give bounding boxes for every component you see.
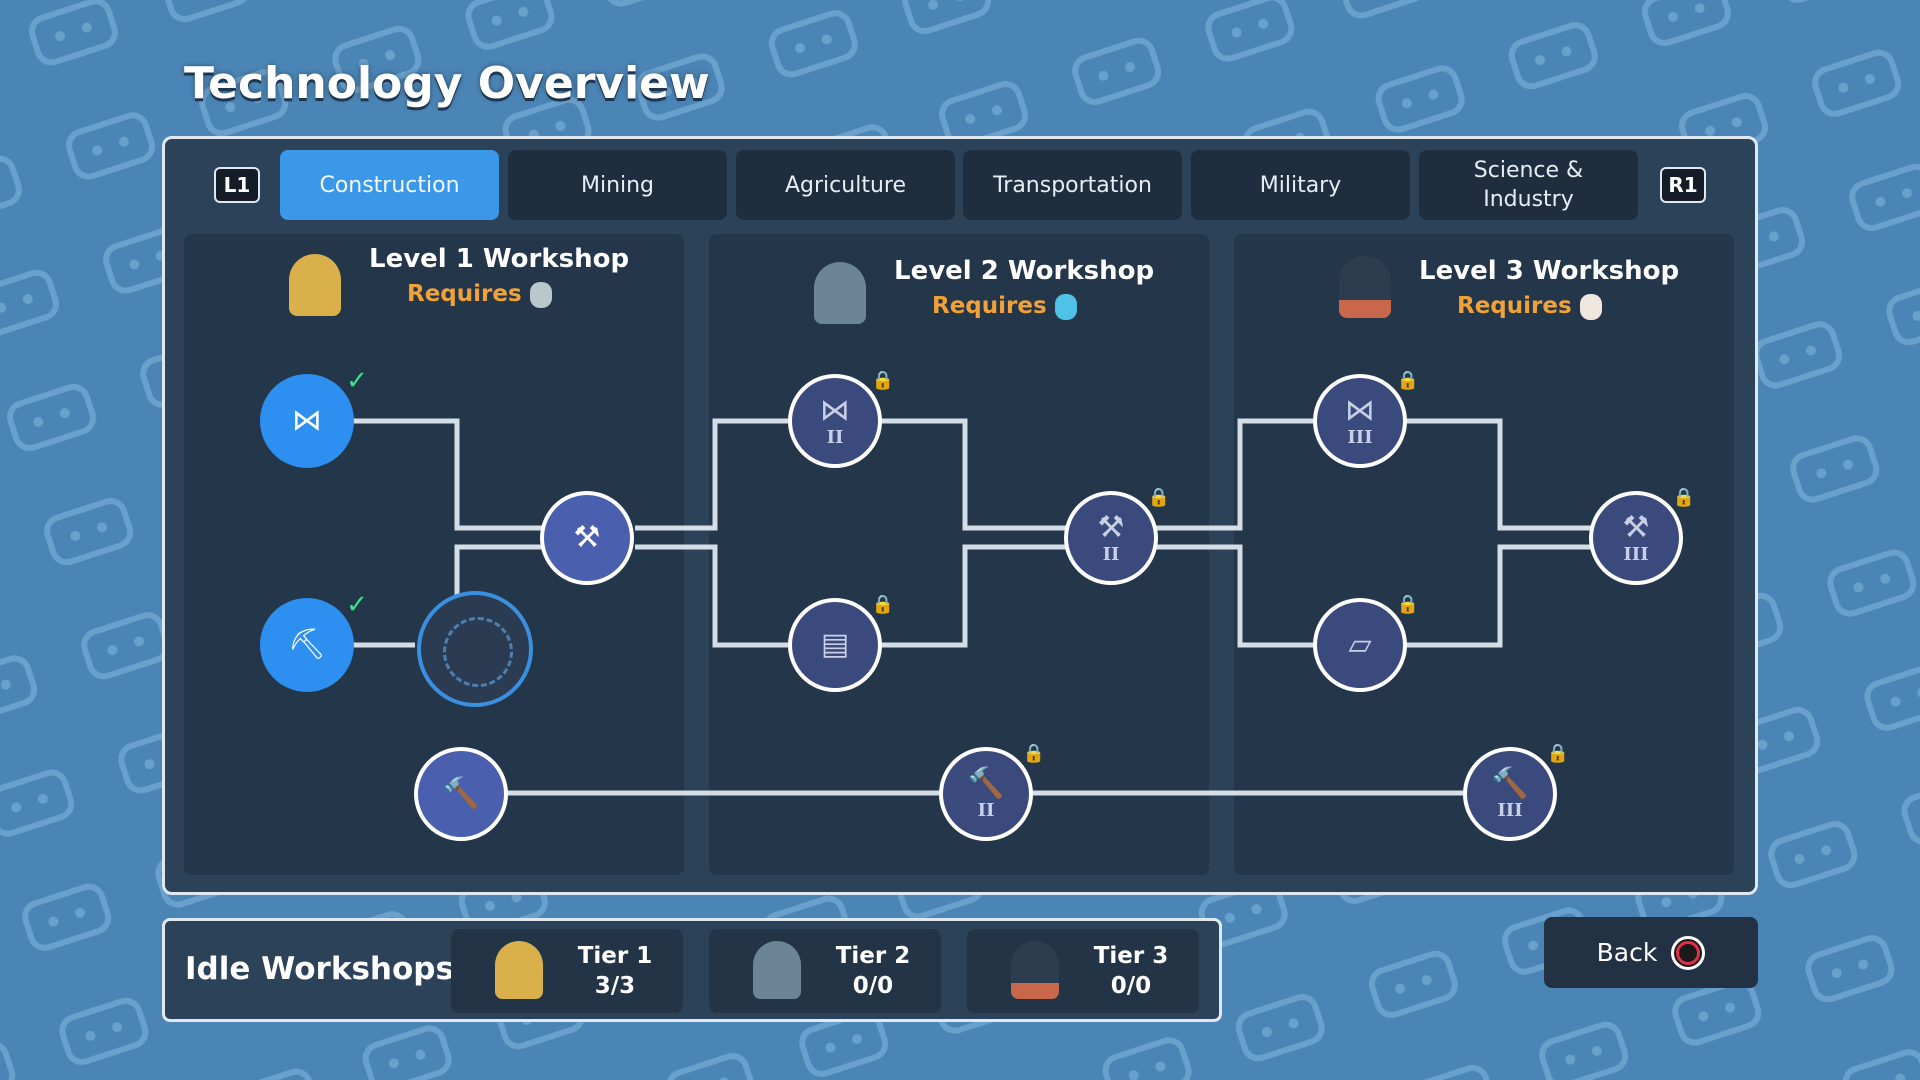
- scaffold-icon: ⋈: [820, 393, 850, 428]
- page-title: Technology Overview: [184, 58, 710, 109]
- workshop-level-3-icon: [1011, 941, 1059, 999]
- tab-military[interactable]: Military: [1191, 150, 1410, 220]
- tier-count: 0/0: [1110, 973, 1152, 999]
- tab-mining[interactable]: Mining: [508, 150, 727, 220]
- l1-key-hint[interactable]: L1: [214, 167, 260, 203]
- back-button[interactable]: Back: [1544, 917, 1758, 988]
- tier-numeral: III: [1347, 427, 1373, 448]
- tier-name: Tier 2: [835, 943, 911, 969]
- hammer-icon: 🔨: [442, 776, 480, 811]
- tech-node-tools-2[interactable]: ⚒II 🔒: [1064, 487, 1170, 585]
- tech-node-hammer-2[interactable]: 🔨II 🔒: [939, 743, 1045, 841]
- circle-button-icon: [1671, 935, 1706, 970]
- resource-icon: [1579, 293, 1602, 320]
- idle-tier-1: Tier 1 3/3: [451, 929, 683, 1013]
- hammer-wrench-icon: ⚒: [1097, 510, 1125, 545]
- column-title: Level 2 Workshop: [894, 256, 1155, 286]
- tech-node-tools-3[interactable]: ⚒III 🔒: [1589, 487, 1695, 585]
- lock-icon: 🔒: [1546, 743, 1570, 764]
- bricks-icon: ▤: [820, 627, 850, 662]
- tier-numeral: II: [977, 800, 995, 821]
- tech-panel: L1 Construction Mining Agriculture Trans…: [162, 136, 1758, 895]
- lock-icon: 🔒: [1672, 487, 1696, 508]
- tech-node-scaffolding-2[interactable]: ⋈II 🔒: [788, 370, 894, 468]
- hammer-wrench-icon: ⚒: [1622, 510, 1650, 545]
- lock-icon: 🔒: [871, 370, 895, 391]
- tier-name: Tier 1: [577, 943, 653, 969]
- tier-count: 3/3: [594, 973, 636, 999]
- tier-numeral: II: [1102, 544, 1120, 565]
- idle-tier-2: Tier 2 0/0: [709, 929, 941, 1013]
- requires-label: Requires: [932, 292, 1077, 320]
- empty-node-slot[interactable]: [417, 591, 533, 707]
- lock-icon: 🔒: [871, 594, 895, 615]
- trowel-icon: ⛏: [287, 627, 327, 662]
- scaffold-icon: ⋈: [292, 403, 322, 438]
- tab-science-industry[interactable]: Science & Industry: [1419, 150, 1638, 220]
- tier-count: 0/0: [852, 973, 894, 999]
- lock-icon: 🔒: [1396, 594, 1420, 615]
- tier-numeral: II: [826, 427, 844, 448]
- column-title: Level 1 Workshop: [369, 244, 630, 274]
- resource-icon: [1054, 293, 1077, 320]
- tier-name: Tier 3: [1093, 943, 1169, 969]
- tab-transportation[interactable]: Transportation: [963, 150, 1182, 220]
- tab-construction[interactable]: Construction: [280, 150, 499, 220]
- workshop-level-1-icon: [289, 254, 341, 316]
- tech-node-bricks[interactable]: ▤🔒: [788, 594, 894, 692]
- r1-key-hint[interactable]: R1: [1660, 167, 1706, 203]
- idle-tier-3: Tier 3 0/0: [967, 929, 1199, 1013]
- workshop-level-3-icon: [1339, 256, 1391, 318]
- column-title: Level 3 Workshop: [1419, 256, 1680, 286]
- lock-icon: 🔒: [1396, 370, 1420, 391]
- tier-numeral: III: [1497, 800, 1523, 821]
- hammer-icon: 🔨: [967, 766, 1005, 801]
- tier-numeral: III: [1623, 544, 1649, 565]
- glass-pane-icon: ▱: [1348, 627, 1372, 662]
- lock-icon: 🔒: [1147, 487, 1171, 508]
- workshop-level-2-icon: [814, 262, 866, 324]
- check-icon: ✓: [346, 366, 368, 396]
- tech-node-mortar[interactable]: ⛏✓: [260, 590, 368, 692]
- tech-node-tools[interactable]: ⚒: [540, 491, 634, 585]
- requires-label: Requires: [407, 280, 552, 308]
- tech-node-scaffolding[interactable]: ⋈✓: [260, 366, 368, 468]
- tab-agriculture[interactable]: Agriculture: [736, 150, 955, 220]
- resource-icon: [529, 281, 552, 308]
- requires-label: Requires: [1457, 292, 1602, 320]
- workshop-level-2-icon: [753, 941, 801, 999]
- tech-node-glass[interactable]: ▱🔒: [1313, 594, 1419, 692]
- tech-node-hammer[interactable]: 🔨: [414, 747, 508, 841]
- tech-node-scaffolding-3[interactable]: ⋈III 🔒: [1313, 370, 1419, 468]
- back-label: Back: [1596, 938, 1658, 967]
- check-icon: ✓: [346, 590, 368, 620]
- idle-workshops-label: Idle Workshops: [185, 951, 454, 987]
- idle-workshops-panel: Idle Workshops Tier 1 3/3 Tier 2 0/0 Tier …: [162, 918, 1222, 1022]
- workshop-level-1-icon: [495, 941, 543, 999]
- hammer-wrench-icon: ⚒: [573, 520, 601, 555]
- scaffold-icon: ⋈: [1345, 393, 1375, 428]
- lock-icon: 🔒: [1022, 743, 1046, 764]
- tech-node-hammer-3[interactable]: 🔨III 🔒: [1463, 743, 1569, 841]
- hammer-icon: 🔨: [1491, 766, 1529, 801]
